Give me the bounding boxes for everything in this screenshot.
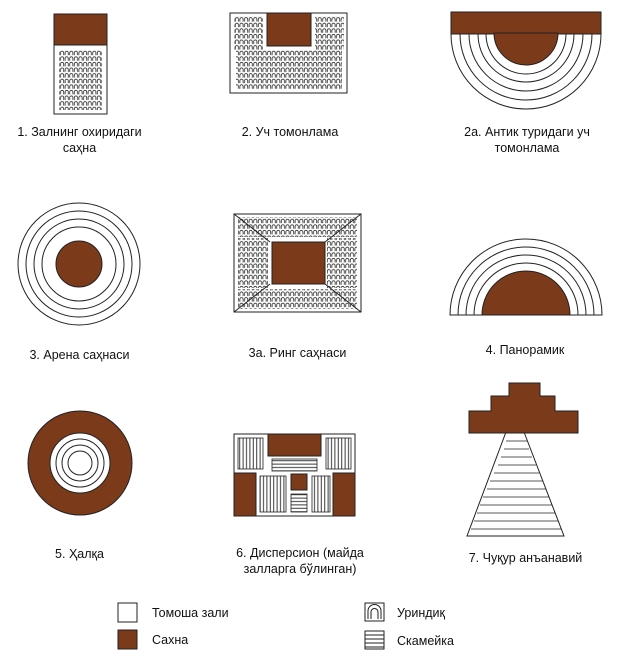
seating-block-front [236,50,342,89]
caption-circle: 5. Ҳалқа [55,547,104,561]
caption-arena: 3. Арена саҳнаси [29,348,130,362]
seat-icon [364,602,385,622]
caption-ring: 3а. Ринг саҳнаси [248,346,347,360]
diagram-end-stage [53,13,108,115]
stage-area [266,12,312,47]
auditorium-area [466,431,565,537]
bench-icon [364,630,385,650]
diagram-three-sided [229,12,348,94]
stage-area-center [290,473,308,491]
auditorium-area [450,33,602,110]
seating-block-left [234,16,263,50]
seating-block-right [315,16,344,50]
diagram-deep-traditional [466,382,579,537]
diagram-circle [27,410,133,516]
caption-dispersed: 6. Дисперсион (майда залларга бўлинган) [236,546,364,576]
caption-deep-traditional: 7. Чуқур анъанавий [468,551,583,565]
brown-square-icon [117,629,138,650]
white-square-icon [117,602,138,623]
stage-area [450,11,602,35]
legend-label-stage: Сахна [152,633,189,647]
legend-label-seat: Уриндиқ [397,606,445,620]
caption-three-sided: 2. Уч томонлама [241,125,339,139]
legend [117,602,385,650]
legend-label-bench: Скамейка [397,634,454,648]
seating-block-bottom [238,289,357,309]
caption-panoramic: 4. Панорамик [485,343,565,357]
stage-area [271,241,326,285]
legend-label-auditorium: Томоша зали [152,606,229,620]
seating-block [59,50,102,110]
stage-area [468,382,579,434]
diagram-arena [17,202,141,326]
stage-area [55,240,103,288]
diagram-antique-three-sided [450,11,602,110]
auditorium-area [49,432,111,494]
seating-block-left [238,238,268,288]
stage-area [53,13,108,46]
caption-antique-three-sided: 2а. Антик туридаги уч томонлама [464,125,590,155]
stage-area-left [233,472,257,517]
stage-area-top [267,433,322,457]
diagram-panoramic [449,238,603,316]
stage-area-right [332,472,356,517]
seating-block-right [327,238,357,288]
caption-end-stage: 1. Залнинг охиридаги саҳна [17,125,142,155]
diagram-ring [233,213,362,313]
stage-area [481,270,571,316]
seating-block-top [238,217,357,237]
diagram-dispersed [233,433,356,517]
